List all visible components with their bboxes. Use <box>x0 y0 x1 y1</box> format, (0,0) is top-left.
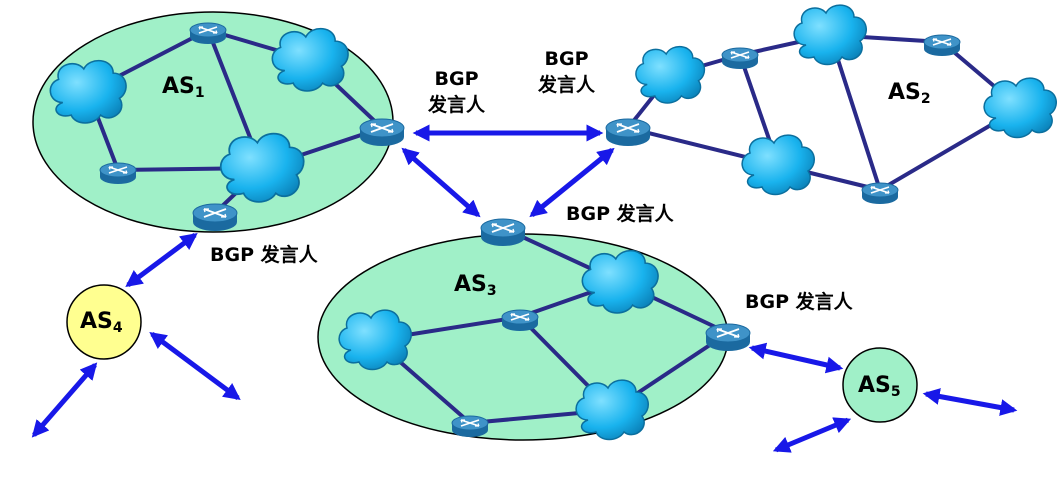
router-icon <box>451 415 489 438</box>
bgp-arrow-as5-out-left <box>772 417 852 453</box>
as5-label: AS5 <box>858 373 901 400</box>
bgp-speaker-label-as3-top: BGP 发言人 <box>566 203 674 225</box>
as4-label: AS4 <box>80 309 123 336</box>
bgp-links <box>31 124 1018 453</box>
cloud-icon <box>983 77 1057 139</box>
cloud-icon <box>741 134 815 196</box>
router-icon <box>189 22 227 45</box>
bgp-arrow-as4-out-left <box>31 362 98 438</box>
bgp-arrow-as1-as3 <box>401 147 481 218</box>
cloud-icon <box>635 45 706 104</box>
router-icon <box>501 309 539 332</box>
bgp-speaker-router-icon <box>359 118 405 147</box>
as1-label: AS1 <box>162 74 205 101</box>
bgp-speaker-router-icon <box>705 323 751 352</box>
cloud-icon <box>793 4 867 66</box>
bgp-arrow-as2-as3 <box>529 147 615 218</box>
as2-label: AS2 <box>888 80 931 107</box>
bgp-speaker-label-as1-bottom: BGP 发言人 <box>210 244 318 266</box>
bgp-speaker-router-icon <box>605 118 651 147</box>
bgp-speaker-router-icon <box>192 203 238 232</box>
bgp-speaker-label-as1: BGP 发言人 <box>428 68 486 116</box>
cloud-icon <box>271 27 349 92</box>
router-icon <box>923 34 961 57</box>
router-icon <box>861 182 899 205</box>
bgp-arrow-as1-as4 <box>125 232 198 288</box>
router-icon <box>99 162 137 185</box>
bgp-speaker-router-icon <box>480 218 526 247</box>
bgp-arrow-as4-out-right <box>149 331 241 401</box>
as4-node <box>66 284 142 360</box>
bgp-speaker-label-as3-right: BGP 发言人 <box>745 291 853 313</box>
bgp-arrow-as3-as5 <box>748 342 844 374</box>
as5-node <box>842 347 918 423</box>
bgp-arrow-as5-out-right <box>922 388 1018 416</box>
as3-label: AS3 <box>454 272 497 299</box>
router-icon <box>721 47 759 70</box>
bgp-speaker-label-as2: BGP 发言人 <box>538 48 596 96</box>
